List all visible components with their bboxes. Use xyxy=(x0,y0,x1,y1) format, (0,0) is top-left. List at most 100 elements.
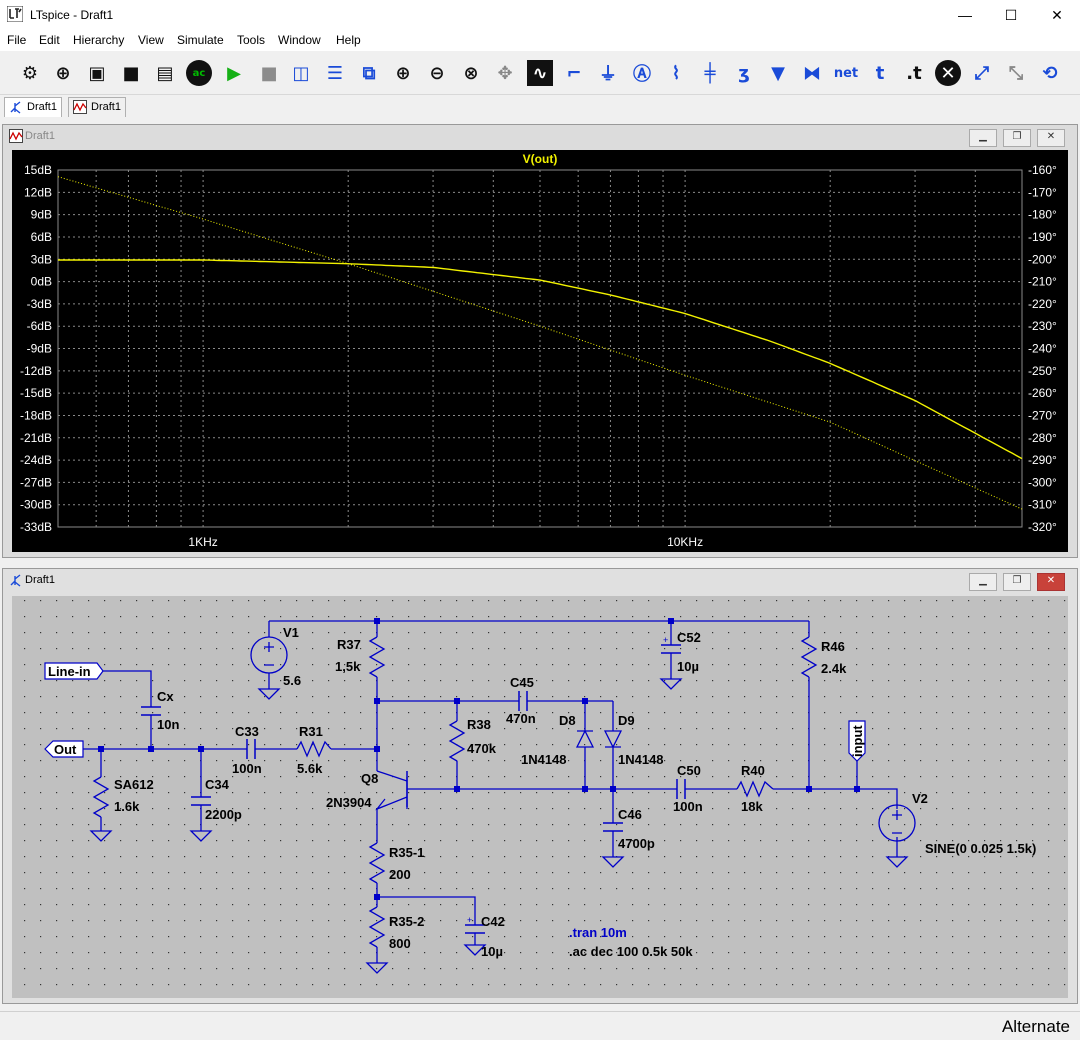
menu-simulate[interactable]: Simulate xyxy=(177,33,224,47)
y-tick-label-left: -18dB xyxy=(20,408,52,422)
settings-icon[interactable]: ⚙ xyxy=(21,62,39,84)
zoom-out-icon[interactable]: ⊖ xyxy=(429,62,445,84)
diode-d8 xyxy=(575,729,595,748)
voltage-source-v2 xyxy=(878,804,916,842)
waveform-icon xyxy=(9,129,23,143)
capacitor-icon[interactable]: ╪ xyxy=(704,62,716,84)
minimize-button[interactable]: — xyxy=(958,7,972,23)
schematic-icon xyxy=(10,101,21,114)
inductor-icon[interactable]: ʒ xyxy=(738,62,750,84)
net-label-input[interactable]: input xyxy=(848,720,866,762)
minimize-button[interactable]: ▁ xyxy=(969,573,997,591)
drag-icon[interactable]: ⤡ xyxy=(1008,62,1024,84)
new-schematic-icon[interactable]: ⊕ xyxy=(55,62,71,84)
print-icon[interactable]: ▤ xyxy=(156,62,174,84)
resistor-r38 xyxy=(448,720,466,762)
window-title: LTspice - Draft1 xyxy=(30,8,114,22)
run-icon[interactable]: ▶ xyxy=(227,62,241,84)
label-r40-name: R40 xyxy=(741,763,765,778)
zoom-fit-icon[interactable]: ⊗ xyxy=(463,62,479,84)
label-c42-name: C42 xyxy=(481,914,505,929)
label-c46-name: C46 xyxy=(618,807,642,822)
resistor-icon[interactable]: ⌇ xyxy=(671,62,681,84)
y-tick-label-right: -210° xyxy=(1028,275,1057,289)
menu-tools[interactable]: Tools xyxy=(237,33,266,47)
label-r37-name: R37 xyxy=(337,637,361,652)
cascade-icon[interactable]: ⧉ xyxy=(362,62,376,84)
close-button[interactable]: ✕ xyxy=(1051,7,1063,23)
transistor-q8 xyxy=(375,771,408,811)
y-tick-label-right: -160° xyxy=(1028,163,1057,177)
waveform-icon xyxy=(73,100,87,114)
net-label-out[interactable]: Out xyxy=(44,740,84,758)
y-tick-label-right: -180° xyxy=(1028,208,1057,222)
menu-file[interactable]: File xyxy=(7,33,27,47)
capacitor-c50 xyxy=(676,779,686,799)
label-r31-name: R31 xyxy=(299,724,323,739)
ground-icon[interactable]: ⏚ xyxy=(599,64,617,85)
y-tick-label-left: 3dB xyxy=(31,252,52,266)
waveform-icon[interactable]: ∿ xyxy=(527,60,553,86)
diode-symbols xyxy=(575,729,623,749)
label-d8-name: D8 xyxy=(559,713,576,728)
label-c45-name: C45 xyxy=(510,675,534,690)
waveform-plot[interactable]: 15dB-160°12dB-170°9dB-180°6dB-190°3dB-20… xyxy=(12,150,1068,552)
menu-window[interactable]: Window xyxy=(278,33,321,47)
label-c52-value: 10µ xyxy=(677,659,699,674)
minimize-button[interactable]: ▁ xyxy=(969,129,997,147)
spice-directive-icon[interactable]: .t xyxy=(906,62,922,84)
restore-button[interactable]: ❐ xyxy=(1003,573,1031,591)
wire-icon[interactable]: ⌐ xyxy=(566,62,582,84)
schematic-window-titlebar: Draft1 ▁ ❐ ✕ xyxy=(3,569,1077,593)
pan-icon[interactable]: ✥ xyxy=(497,62,513,84)
tile-vertical-icon[interactable]: ◫ xyxy=(292,62,310,84)
schematic-window: Draft1 ▁ ❐ ✕ xyxy=(2,568,1078,1004)
menu-help[interactable]: Help xyxy=(336,33,361,47)
menu-edit[interactable]: Edit xyxy=(39,33,60,47)
ac-run-icon[interactable]: ac xyxy=(186,60,212,86)
y-tick-label-right: -280° xyxy=(1028,431,1057,445)
label-r35-2-name: R35-2 xyxy=(389,914,424,929)
y-tick-label-left: -21dB xyxy=(20,431,52,445)
tab-schematic[interactable]: Draft1 xyxy=(4,97,62,117)
tile-horizontal-icon[interactable]: ☰ xyxy=(326,62,344,84)
label-icon[interactable]: Ⓐ xyxy=(633,64,651,85)
tab-waveform[interactable]: Draft1 xyxy=(68,97,126,117)
y-tick-label-right: -240° xyxy=(1028,342,1057,356)
diode-icon[interactable]: ▼ xyxy=(771,62,785,84)
y-tick-label-left: -9dB xyxy=(27,342,52,356)
net-label-line-in[interactable]: Line-in xyxy=(44,662,104,680)
schematic-canvas[interactable]: + + xyxy=(12,596,1068,998)
label-r40-value: 18k xyxy=(741,799,763,814)
delete-icon[interactable]: ✕ xyxy=(935,60,961,86)
label-c33-name: C33 xyxy=(235,724,259,739)
label-d8-value: 1N4148 xyxy=(521,752,567,767)
label-r35-2-value: 800 xyxy=(389,936,411,951)
rotate-icon[interactable]: ⟲ xyxy=(1042,62,1058,84)
schematic-icon xyxy=(10,574,21,587)
menu-hierarchy[interactable]: Hierarchy xyxy=(73,33,125,47)
close-button[interactable]: ✕ xyxy=(1037,129,1065,147)
netlist-icon[interactable]: net xyxy=(833,65,859,81)
maximize-button[interactable]: ☐ xyxy=(1004,7,1018,23)
label-v2-name: V2 xyxy=(912,791,928,806)
y-tick-label-right: -300° xyxy=(1028,475,1057,489)
component-icon[interactable]: ⧓ xyxy=(803,62,821,84)
directive-ac[interactable]: .ac dec 100 0.5k 50k xyxy=(569,944,693,959)
restore-button[interactable]: ❐ xyxy=(1003,129,1031,147)
open-icon[interactable]: ▣ xyxy=(88,62,106,84)
halt-icon[interactable]: ■ xyxy=(260,62,278,84)
plot-axes: 15dB-160°12dB-170°9dB-180°6dB-190°3dB-20… xyxy=(20,152,1057,549)
save-icon[interactable]: ■ xyxy=(122,62,140,84)
directive-tran[interactable]: .tran 10m xyxy=(569,925,627,940)
label-c34-name: C34 xyxy=(205,777,230,792)
close-button[interactable]: ✕ xyxy=(1037,573,1065,591)
label-c46-value: 4700p xyxy=(618,836,655,851)
resistor-r35-1 xyxy=(368,842,386,884)
menu-view[interactable]: View xyxy=(138,33,164,47)
label-d9-value: 1N4148 xyxy=(618,752,664,767)
move-icon[interactable]: ⤢ xyxy=(974,62,990,84)
zoom-in-icon[interactable]: ⊕ xyxy=(395,62,411,84)
text-icon[interactable]: t xyxy=(875,62,885,84)
y-tick-label-left: 6dB xyxy=(31,230,52,244)
